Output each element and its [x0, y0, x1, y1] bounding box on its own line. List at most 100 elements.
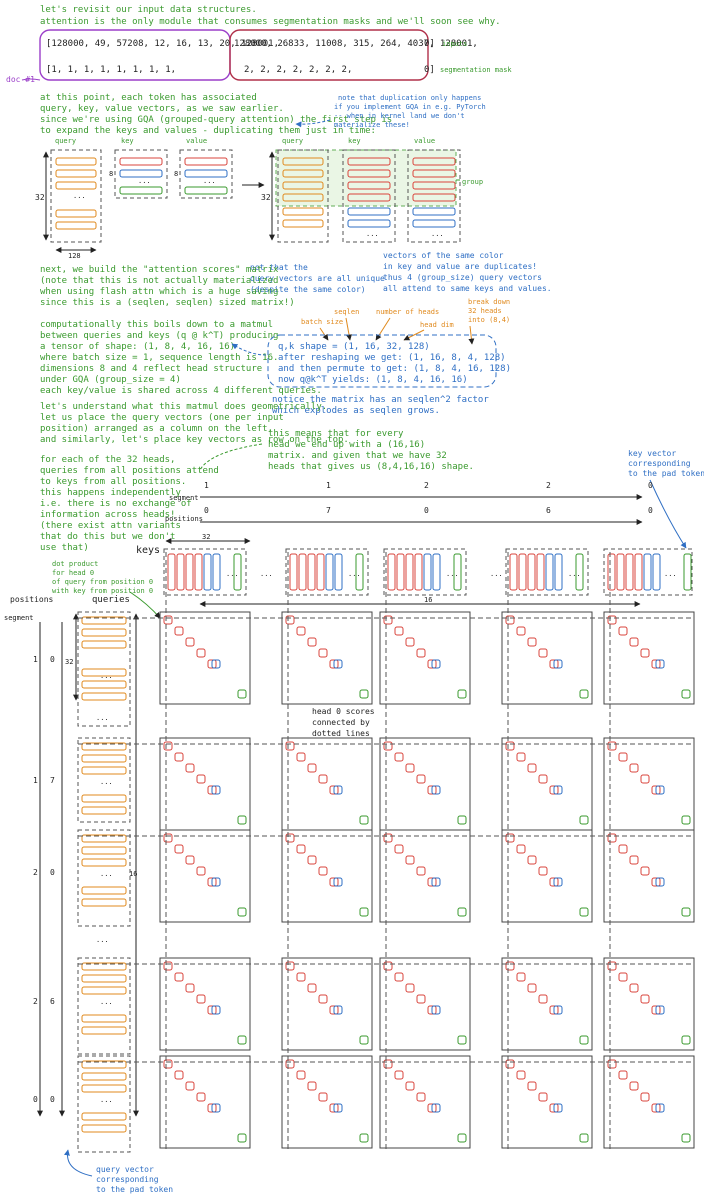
heads-text: for each of the 32 heads, queries from a… — [40, 455, 219, 553]
label-head-dim: head dim — [420, 321, 454, 329]
score-cell-red — [405, 855, 415, 865]
key-vector — [194, 553, 203, 591]
key-vector — [387, 553, 396, 591]
key-vector — [203, 553, 212, 591]
score-cell-blue — [655, 1005, 665, 1015]
score-cell-red — [207, 877, 217, 887]
score-cell-red — [174, 972, 184, 982]
group-highlight — [275, 149, 457, 207]
score-cell-red — [416, 648, 426, 658]
query-ellipsis: ... — [100, 870, 113, 878]
score-cell-green — [237, 815, 247, 825]
label-batch-size: batch size — [301, 318, 343, 326]
score-cell-red — [296, 972, 306, 982]
score-cell-red — [329, 659, 339, 669]
score-block — [603, 611, 695, 705]
score-cell-red — [549, 1103, 559, 1113]
score-cell-red — [629, 983, 639, 993]
pad-query-note: query vector corresponding to the pad to… — [96, 1165, 173, 1194]
matmul-text: computationally this boils down to a mat… — [40, 320, 322, 396]
svg-text:note that duplication only hap: note that duplication only happens — [338, 94, 481, 102]
row-segment-value: 2 — [33, 997, 38, 1006]
score-cell-blue — [553, 1005, 563, 1015]
score-cell-red — [307, 983, 317, 993]
score-cell-red — [185, 763, 195, 773]
pad-key-note: key vector corresponding to the pad toke… — [628, 449, 704, 478]
score-cell-blue — [211, 1103, 221, 1113]
score-cell-red — [405, 763, 415, 773]
score-cell-red — [394, 844, 404, 854]
key-vector — [405, 553, 414, 591]
score-cell-red — [329, 1005, 339, 1015]
query-vector — [81, 1084, 127, 1093]
query-vector — [81, 962, 127, 971]
score-cell-green — [237, 907, 247, 917]
score-cell-red — [640, 866, 650, 876]
query-vector — [81, 754, 127, 763]
score-cell-green — [681, 815, 691, 825]
score-cell-red — [416, 866, 426, 876]
score-block — [281, 611, 373, 705]
key-vector — [423, 553, 432, 591]
score-cell-green — [359, 815, 369, 825]
svg-text:each key/value is shared acros: each key/value is shared across 4 differ… — [40, 386, 322, 396]
score-cell-red — [394, 752, 404, 762]
score-cell-red — [285, 615, 295, 625]
svg-text:key vector: key vector — [628, 449, 676, 458]
score-block — [379, 737, 471, 831]
svg-text:value: value — [414, 137, 435, 145]
score-cell-red — [618, 626, 628, 636]
svg-text:(there exist attn variants: (there exist attn variants — [40, 521, 181, 531]
score-block — [501, 611, 593, 705]
score-block — [379, 611, 471, 705]
score-cell-red — [427, 877, 437, 887]
svg-text:query vectors are all unique: query vectors are all unique — [250, 274, 385, 283]
label-seqlen: seqlen — [334, 308, 359, 316]
svg-text:break down: break down — [468, 298, 510, 306]
svg-text:vectors of the same color: vectors of the same color — [383, 251, 504, 260]
svg-text:query, key, value vectors, as: query, key, value vectors, as we saw ear… — [40, 104, 284, 114]
key-vector — [536, 553, 545, 591]
score-cell-blue — [211, 1005, 221, 1015]
score-block — [603, 957, 695, 1051]
key-group — [285, 548, 369, 596]
doc2-box — [229, 29, 429, 81]
score-cell-blue — [211, 659, 221, 669]
svg-text:to the pad token: to the pad token — [628, 469, 704, 478]
key-gap-ellipsis: ... — [490, 570, 503, 578]
query-ellipsis: ... — [100, 778, 113, 786]
axis-segment-label: segment — [169, 494, 199, 502]
svg-text:...: ... — [138, 177, 151, 185]
svg-text:head 0 scores: head 0 scores — [312, 707, 375, 716]
score-cell-red — [174, 752, 184, 762]
score-cell-green — [359, 1035, 369, 1045]
query-gap-ellipsis: ... — [96, 936, 109, 944]
svg-text:query vector: query vector — [96, 1165, 154, 1174]
score-cell-red — [318, 994, 328, 1004]
score-cell-red — [505, 741, 515, 751]
score-cell-red — [296, 752, 306, 762]
key-ellipsis: ... — [226, 570, 239, 578]
key-group — [163, 548, 247, 596]
score-cell-green — [359, 907, 369, 917]
query-vector — [81, 846, 127, 855]
score-block — [501, 829, 593, 923]
score-block — [159, 829, 251, 923]
label-num-heads: number of heads — [376, 308, 439, 316]
key-vector — [652, 553, 661, 591]
svg-text:let's understand what this mat: let's understand what this matmul does g… — [40, 402, 327, 412]
score-cell-red — [196, 648, 206, 658]
svg-text:now q@k^T yields: (1, 8, 4, 16: now q@k^T yields: (1, 8, 4, 16, 16) — [278, 375, 468, 385]
score-cell-red — [527, 983, 537, 993]
key-vectors: ..................... — [163, 548, 693, 596]
position-value: 0 — [204, 506, 209, 515]
score-cell-red — [329, 1103, 339, 1113]
score-cell-red — [285, 833, 295, 843]
score-cell-red — [383, 741, 393, 751]
key-vector — [527, 553, 536, 591]
key-vector — [575, 553, 584, 591]
positions-vert-label: positions — [10, 595, 54, 604]
score-cell-red — [307, 1081, 317, 1091]
key-ellipsis: ... — [568, 570, 581, 578]
